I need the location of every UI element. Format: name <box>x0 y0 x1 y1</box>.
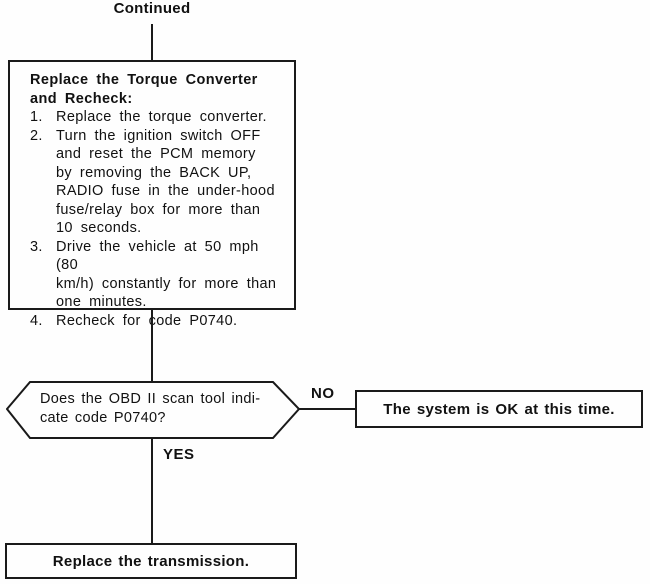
no-branch-label: NO <box>311 385 335 402</box>
connector-continued-to-process <box>151 24 153 60</box>
process-step: 3. Drive the vehicle at 50 mph (80 km/h)… <box>30 238 288 312</box>
step-text: Drive the vehicle at 50 mph (80 km/h) co… <box>56 238 277 311</box>
final-box-text: Replace the transmission. <box>52 552 250 570</box>
process-box-title: Replace the Torque Converter and Recheck… <box>30 72 258 107</box>
connector-decision-to-final <box>151 437 153 543</box>
decision-hexagon: Does the OBD II scan tool indi- cate cod… <box>6 381 300 439</box>
process-step: 1. Replace the torque converter. <box>30 108 288 127</box>
ok-box-text: The system is OK at this time. <box>383 400 615 418</box>
process-box: Replace the Torque Converter and Recheck… <box>8 60 296 329</box>
final-box: Replace the transmission. <box>5 543 297 579</box>
process-step: 4. Recheck for code P0740. <box>30 312 288 331</box>
step-number: 2. <box>30 127 43 144</box>
step-text: Turn the ignition switch OFF and reset t… <box>56 127 275 237</box>
step-number: 4. <box>30 312 43 329</box>
step-text: Replace the torque converter. <box>56 109 267 125</box>
step-number: 1. <box>30 109 43 125</box>
step-text: Recheck for code P0740. <box>56 312 238 329</box>
connector-process-to-decision <box>151 310 153 382</box>
ok-box: The system is OK at this time. <box>355 390 643 428</box>
decision-question: Does the OBD II scan tool indi- cate cod… <box>40 391 261 426</box>
step-number: 3. <box>30 238 43 255</box>
process-step: 2. Turn the ignition switch OFF and rese… <box>30 127 288 238</box>
connector-decision-to-ok <box>299 408 355 410</box>
yes-branch-label: YES <box>163 446 195 463</box>
continued-label: Continued <box>113 0 191 17</box>
